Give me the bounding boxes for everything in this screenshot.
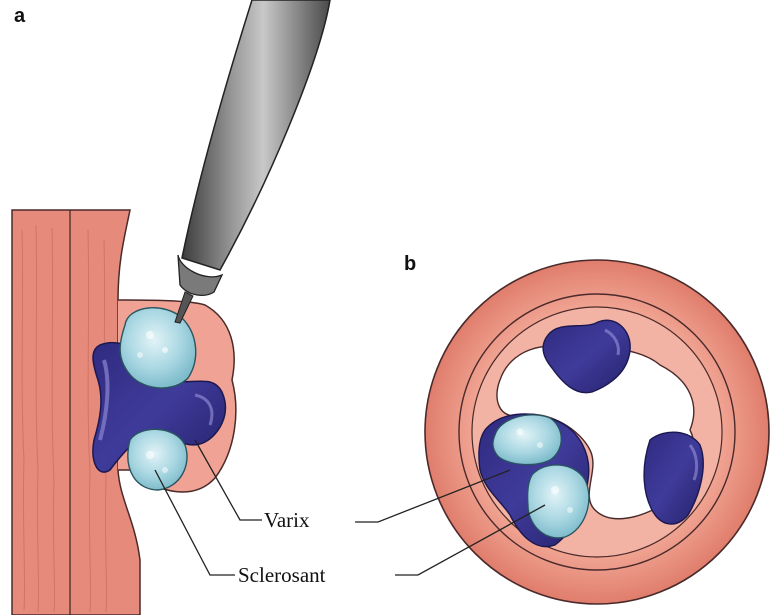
injection-needle	[175, 0, 330, 323]
vessel-cross-section	[425, 260, 769, 604]
sclerosant-blob-upper	[120, 308, 196, 388]
sclerosant-blob-lower	[128, 429, 187, 490]
panel-label-b: b	[404, 253, 416, 275]
sclerosant-label: Sclerosant	[238, 563, 326, 587]
varix-label: Varix	[264, 508, 310, 532]
panel-label-a: a	[14, 5, 26, 27]
sclerosant-cross-lower	[528, 465, 589, 538]
